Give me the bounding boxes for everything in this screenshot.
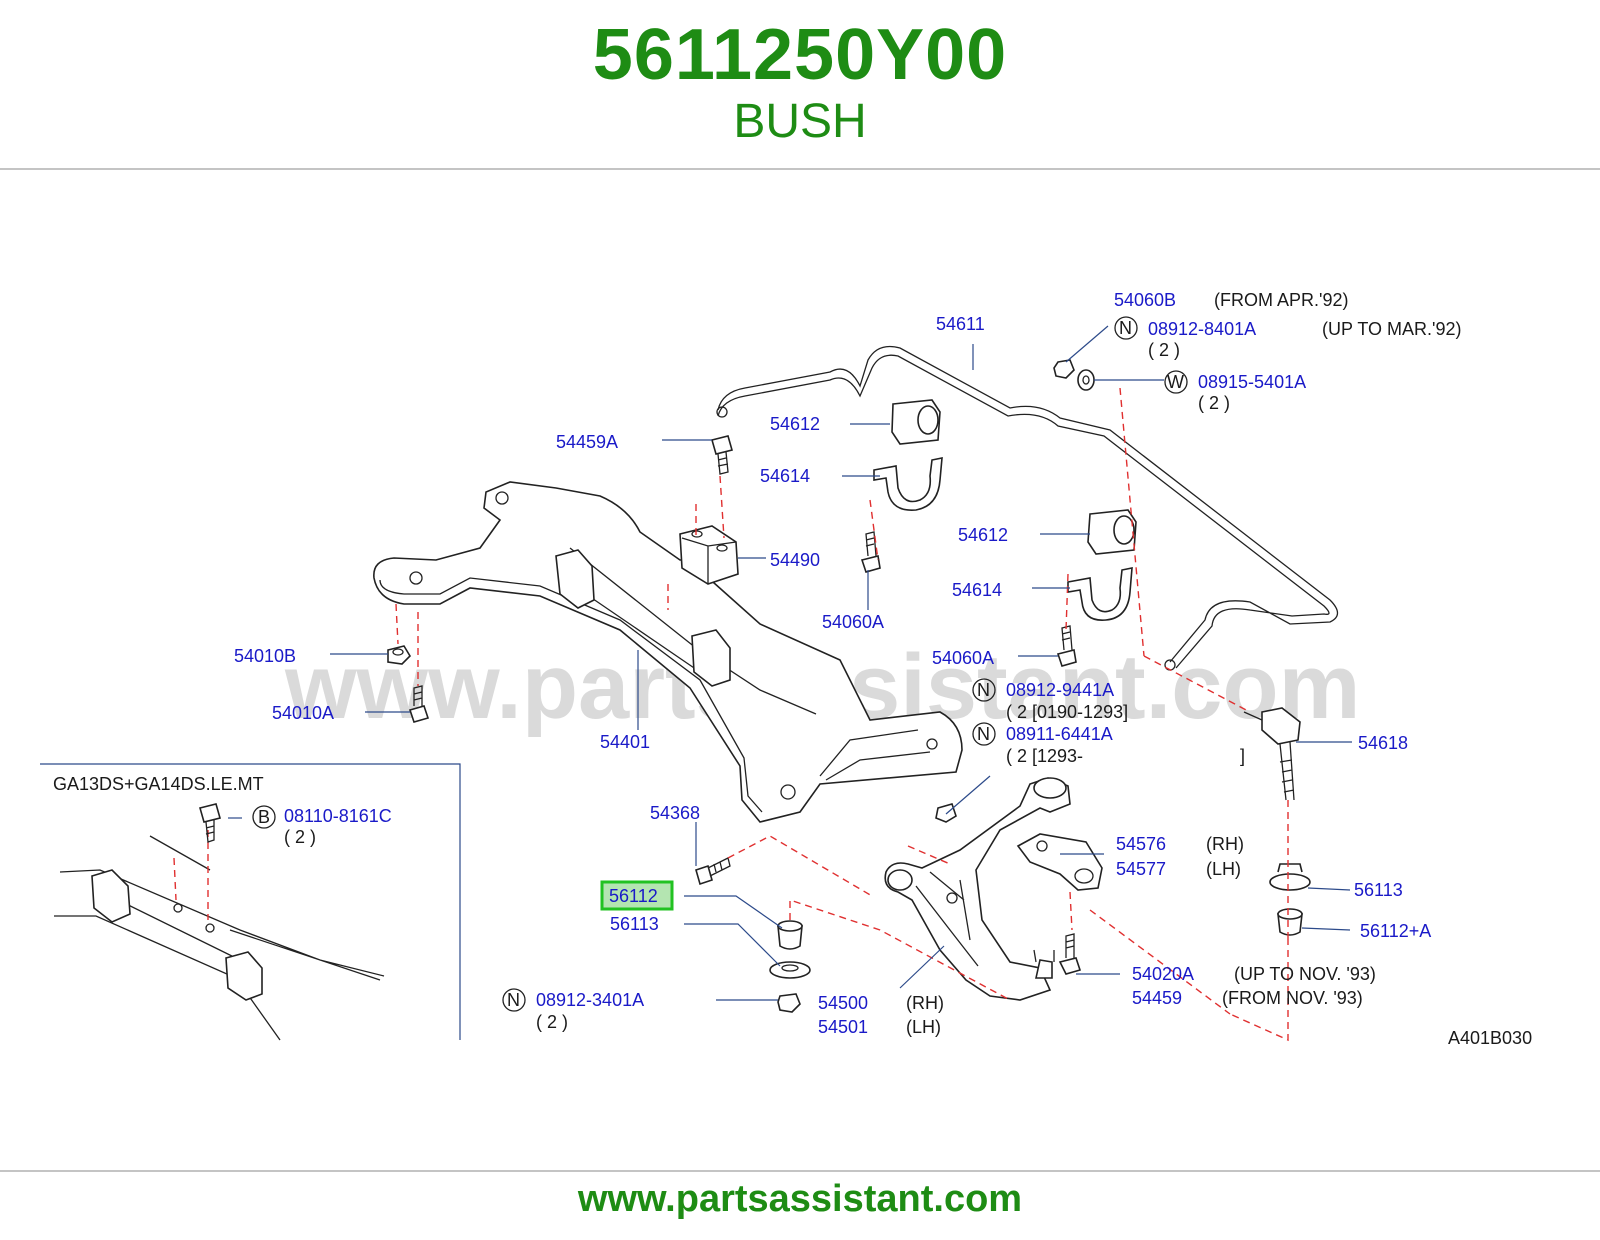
bolt-54020A (1058, 933, 1082, 975)
part-label-54401[interactable]: 54401 (600, 732, 650, 752)
bolt-54010A (408, 685, 430, 723)
part-label-08911-6441A[interactable]: 08911-6441A (1006, 724, 1113, 744)
stabilizer-bar-drawing (716, 345, 1339, 671)
part-label-54501[interactable]: 54501 (818, 1017, 868, 1037)
part-label-54060A[interactable]: 54060A (822, 612, 884, 632)
part-label-54020A[interactable]: 54020A (1132, 964, 1194, 984)
leader-lines (228, 325, 1352, 1001)
bush-54612-upper (891, 399, 941, 445)
qty-date-label: ( 2 [1293- (1006, 746, 1083, 766)
footer-divider (0, 1170, 1600, 1172)
mount-54490 (679, 525, 739, 585)
note-rh: (RH) (1206, 834, 1244, 854)
note-up-to-nov93: (UP TO NOV. '93) (1234, 964, 1376, 984)
footer-url[interactable]: www.partsassistant.com (577, 1178, 1023, 1220)
symbol-n-icon: N (507, 990, 520, 1010)
note-from-nov93: (FROM NOV. '93) (1222, 988, 1363, 1008)
part-label-54010A[interactable]: 54010A (272, 703, 334, 723)
qty-label: ( 2 ) (1198, 393, 1230, 413)
highlight-box (600, 880, 674, 911)
part-label-54459[interactable]: 54459 (1132, 988, 1182, 1008)
part-number-title: 5611250Y00 (592, 15, 1008, 95)
part-label-54612[interactable]: 54612 (770, 414, 820, 434)
part-label-08912-3401A[interactable]: 08912-3401A (536, 990, 644, 1010)
exploded-parts-diagram: www.partsassistant.com (40, 290, 1532, 1048)
clamp-54614-lower (1067, 567, 1133, 621)
bracket-54576 (1016, 833, 1103, 891)
bolt-54060A-lower (1056, 625, 1077, 667)
qty-label: ( 2 ) (1148, 340, 1180, 360)
symbol-b-icon: B (258, 807, 270, 827)
symbol-w-icon: W (1167, 372, 1184, 392)
alignment-dashed-lines (395, 387, 1289, 1042)
symbol-n-icon: N (1119, 318, 1132, 338)
qty-date-label: ( 2 [0190-1293] (1006, 702, 1128, 722)
part-label-54576[interactable]: 54576 (1116, 834, 1166, 854)
symbol-markers: N W N N B N (252, 316, 1188, 1012)
part-label-54611[interactable]: 54611 (936, 314, 985, 334)
bush-56112 (777, 920, 803, 950)
part-label-08915-5401A[interactable]: 08915-5401A (1198, 372, 1306, 392)
part-labels: 54060B (FROM APR.'92) 08912-8401A (UP TO… (234, 290, 1532, 1048)
stabilizer-link-54618 (1243, 707, 1301, 801)
bush-56112A-right (1277, 908, 1303, 936)
nut-and-washer-top (1053, 359, 1095, 391)
symbol-n-icon: N (977, 680, 990, 700)
bracket-close: ] (1240, 746, 1245, 766)
part-label-08110-8161C[interactable]: 08110-8161C (284, 806, 392, 826)
part-label-54614[interactable]: 54614 (760, 466, 810, 486)
note-from-apr92: (FROM APR.'92) (1214, 290, 1348, 310)
part-label-54500[interactable]: 54500 (818, 993, 868, 1013)
part-label-54577[interactable]: 54577 (1116, 859, 1166, 879)
engine-variant-inset: GA13DS+GA14DS.LE.MT (40, 763, 461, 1041)
header-divider (0, 168, 1600, 170)
crossmember-54401 (373, 481, 963, 823)
note-up-to-mar92: (UP TO MAR.'92) (1322, 319, 1461, 339)
bolt-54368 (695, 857, 731, 886)
note-lh: (LH) (1206, 859, 1241, 879)
diagram-code: A401B030 (1448, 1028, 1532, 1048)
part-name-subtitle: BUSH (733, 95, 867, 148)
symbol-n-icon: N (977, 724, 990, 744)
part-label-56112[interactable]: 56112 (609, 886, 658, 906)
bush-54612-lower (1087, 509, 1137, 555)
nut-08912-3401A (777, 993, 801, 1013)
part-label-54614[interactable]: 54614 (952, 580, 1002, 600)
nut-54010B (387, 645, 412, 665)
part-label-08912-9441A[interactable]: 08912-9441A (1006, 680, 1114, 700)
part-label-54060A[interactable]: 54060A (932, 648, 994, 668)
qty-label: ( 2 ) (284, 827, 316, 847)
part-label-54490[interactable]: 54490 (770, 550, 820, 570)
lower-control-arm-54500 (884, 777, 1071, 1001)
part-label-54010B[interactable]: 54010B (234, 646, 296, 666)
nut-08911 (935, 803, 957, 823)
bush-56113-right (1269, 863, 1311, 891)
part-label-54368[interactable]: 54368 (650, 803, 700, 823)
inset-title: GA13DS+GA14DS.LE.MT (53, 774, 264, 794)
part-label-56113[interactable]: 56113 (1354, 880, 1403, 900)
note-rh: (RH) (906, 993, 944, 1013)
note-lh: (LH) (906, 1017, 941, 1037)
part-label-54060B[interactable]: 54060B (1114, 290, 1176, 310)
bush-56113 (769, 961, 811, 979)
part-label-54618[interactable]: 54618 (1358, 733, 1408, 753)
qty-label: ( 2 ) (536, 1012, 568, 1032)
part-label-56112-a[interactable]: 56112+A (1360, 921, 1431, 941)
bolt-54459A (711, 435, 733, 475)
part-label-54612[interactable]: 54612 (958, 525, 1008, 545)
part-label-08912-8401A[interactable]: 08912-8401A (1148, 319, 1256, 339)
part-label-54459A[interactable]: 54459A (556, 432, 618, 452)
part-label-56113[interactable]: 56113 (610, 914, 659, 934)
clamp-54614-upper (873, 457, 943, 511)
bolt-54060A-upper (860, 531, 881, 573)
